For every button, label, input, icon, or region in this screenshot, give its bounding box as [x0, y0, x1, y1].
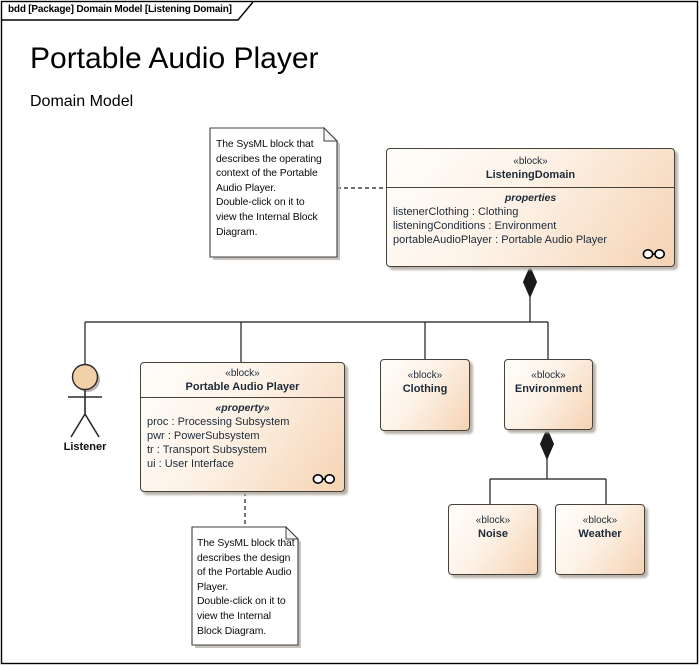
- block-header: «block» Portable Audio Player: [141, 363, 344, 398]
- note-design-text: The SysML block that describes the desig…: [197, 538, 295, 637]
- note-context[interactable]: [209, 126, 340, 260]
- frame-tab-label: bdd [Package] Domain Model [Listening Do…: [8, 4, 232, 15]
- attribute: listenerClothing : Clothing: [393, 206, 519, 218]
- compartment-label: «property»: [215, 402, 270, 414]
- block-stereotype: «block»: [475, 515, 511, 526]
- attribute: portableAudioPlayer : Portable Audio Pla…: [393, 234, 608, 246]
- block-header: «block» Environment: [505, 360, 592, 397]
- block-listening-domain[interactable]: «block» ListeningDomain properties liste…: [386, 148, 675, 267]
- actor-listener[interactable]: [68, 363, 102, 438]
- block-stereotype: «block»: [582, 515, 618, 526]
- block-stereotype: «block»: [225, 367, 260, 379]
- actor-listener-label: Listener: [63, 441, 107, 453]
- note-design[interactable]: [191, 525, 301, 648]
- composition-listeningdomain-tree: [84, 296, 549, 364]
- block-header: «block» Weather: [556, 505, 644, 542]
- block-environment[interactable]: «block» Environment: [504, 359, 593, 430]
- block-portable-audio-player[interactable]: «block» Portable Audio Player «property»…: [140, 362, 345, 492]
- composite-diagram-icon: [642, 249, 665, 259]
- attribute: listeningConditions : Environment: [393, 220, 557, 232]
- composite-diagram-icon: [312, 474, 335, 484]
- actor-body: [68, 389, 102, 438]
- block-header: «block» Noise: [449, 505, 537, 542]
- block-clothing[interactable]: «block» Clothing: [380, 359, 470, 431]
- frame-tab-outline: [2, 1, 254, 21]
- actor-head: [71, 363, 99, 391]
- block-header: «block» Clothing: [381, 360, 469, 397]
- block-properties-compartment: properties listenerClothing : Clothing l…: [387, 192, 674, 247]
- block-header: «block» ListeningDomain: [387, 149, 674, 188]
- attribute: tr : Transport Subsystem: [147, 444, 267, 456]
- block-stereotype: «block»: [407, 370, 443, 381]
- note-context-text: The SysML block that describes the opera…: [216, 139, 322, 238]
- block-name: Portable Audio Player: [185, 380, 300, 393]
- block-name: Weather: [578, 528, 622, 540]
- block-name: Clothing: [402, 383, 448, 395]
- block-name: ListeningDomain: [485, 168, 576, 181]
- block-noise[interactable]: «block» Noise: [448, 504, 538, 575]
- block-stereotype: «block»: [531, 370, 566, 381]
- diagram-title: Portable Audio Player: [30, 42, 319, 75]
- composition-diamond-listeningdomain: [522, 265, 538, 299]
- block-name: Noise: [478, 528, 508, 540]
- attribute: pwr : PowerSubsystem: [147, 430, 260, 442]
- attribute: ui : User Interface: [147, 458, 234, 470]
- block-properties-compartment: «property» proc : Processing Subsystem p…: [141, 402, 344, 471]
- composition-diamond-environment: [539, 427, 555, 461]
- block-weather[interactable]: «block» Weather: [555, 504, 645, 575]
- block-stereotype: «block»: [513, 155, 548, 167]
- compartment-label: properties: [504, 192, 557, 204]
- block-name: Environment: [514, 383, 583, 395]
- attribute: proc : Processing Subsystem: [147, 416, 290, 428]
- composition-environment-tree: [489, 458, 607, 504]
- diagram-subtitle: Domain Model: [30, 93, 134, 110]
